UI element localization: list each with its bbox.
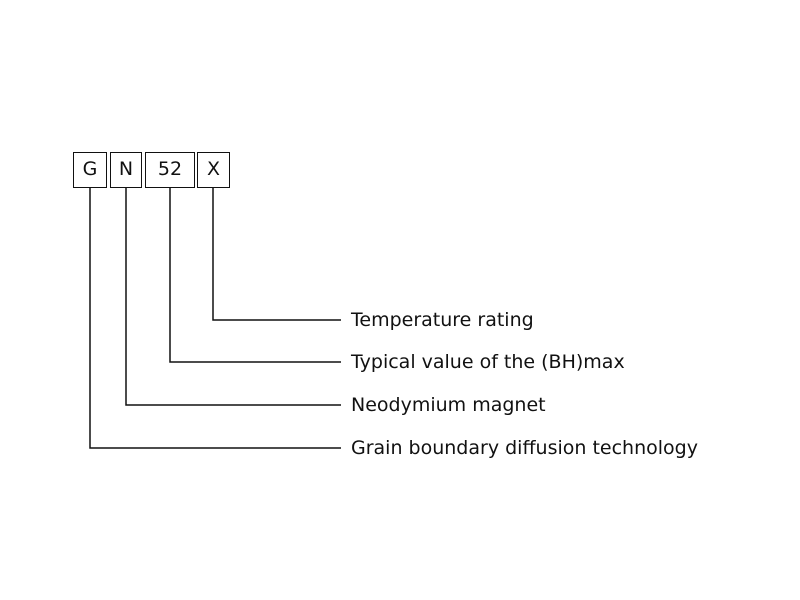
code-box-x: X bbox=[197, 152, 230, 188]
label-neodymium-magnet: Neodymium magnet bbox=[351, 394, 546, 416]
leader-line-x bbox=[212, 188, 341, 321]
label-temperature-rating: Temperature rating bbox=[351, 309, 534, 331]
leader-line-g bbox=[89, 188, 341, 449]
leader-line-52 bbox=[169, 188, 341, 363]
label-bhmax: Typical value of the (BH)max bbox=[351, 351, 625, 373]
label-grain-boundary: Grain boundary diffusion technology bbox=[351, 437, 698, 459]
code-box-52: 52 bbox=[145, 152, 195, 188]
code-box-g: G bbox=[73, 152, 107, 188]
leader-line-n bbox=[125, 188, 341, 406]
code-box-n: N bbox=[110, 152, 142, 188]
